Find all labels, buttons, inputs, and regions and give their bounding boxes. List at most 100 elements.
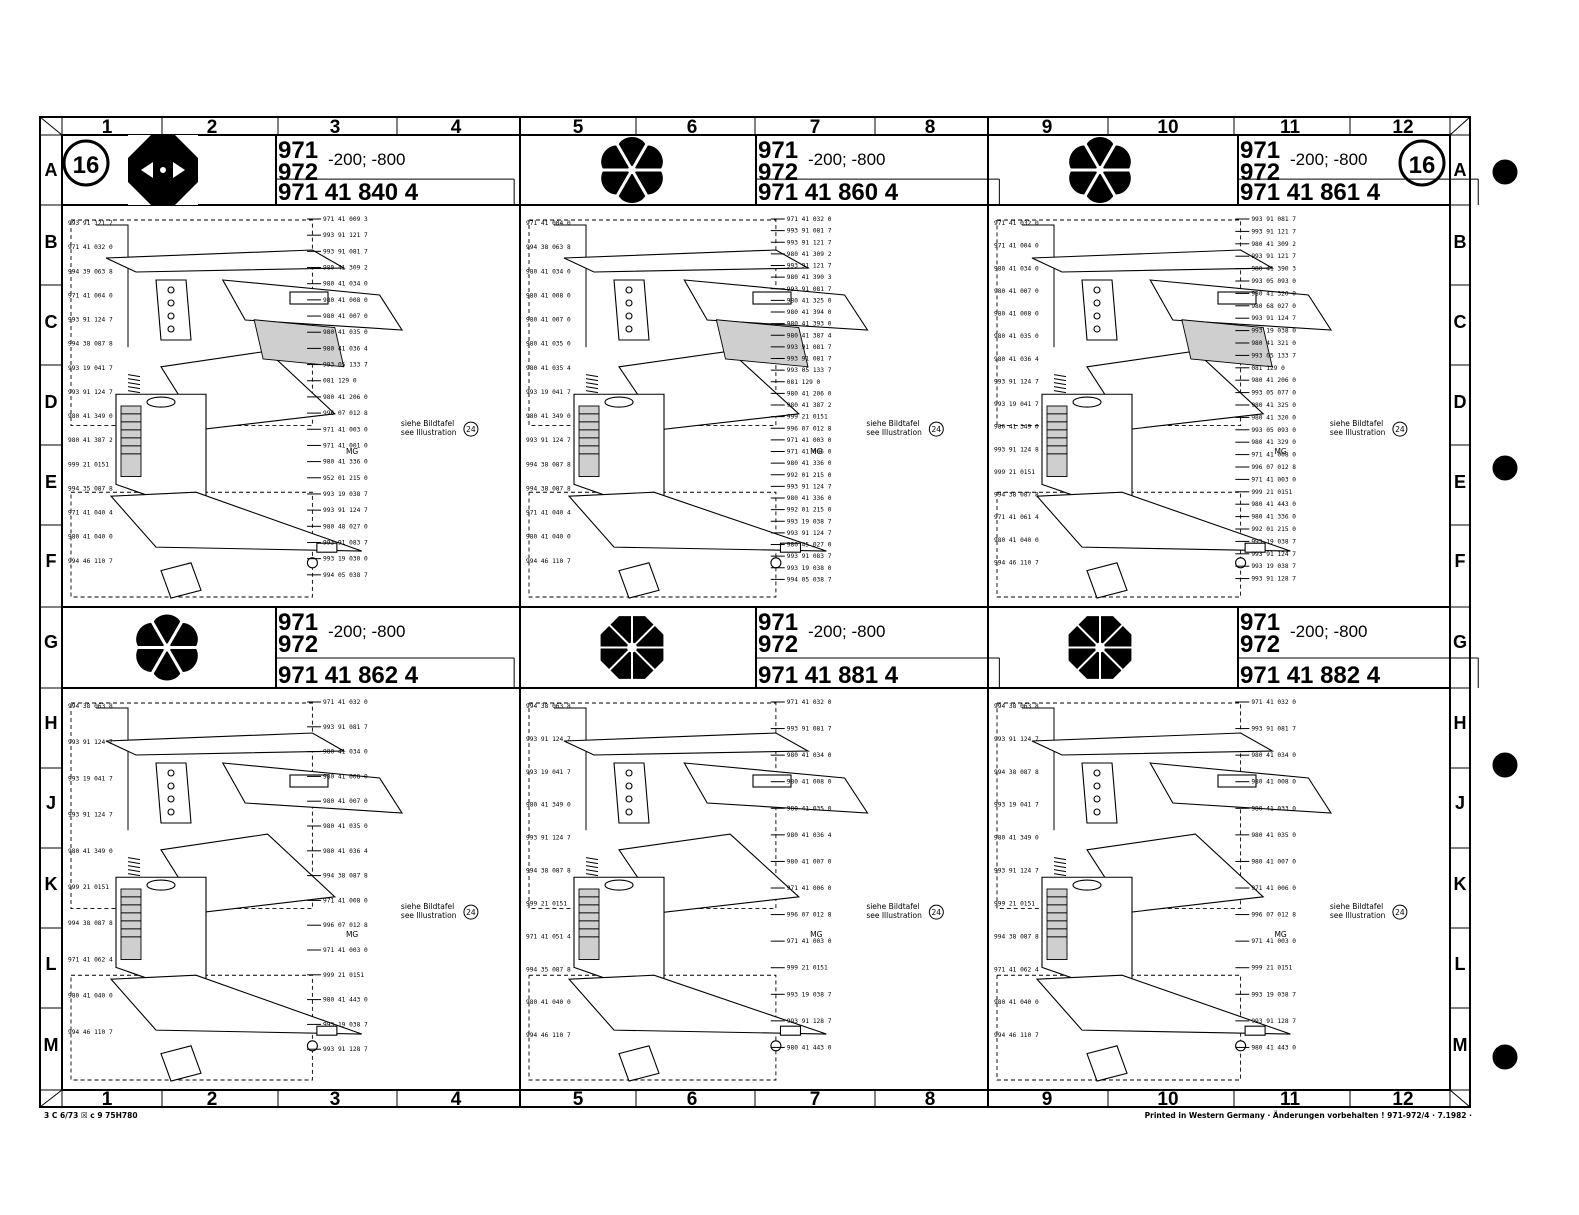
part-callout: 971 41 006 0 — [1251, 885, 1296, 892]
part-callout: 980 48 027 0 — [323, 523, 368, 530]
punch-hole — [1492, 752, 1518, 778]
column-label-bottom: 5 — [573, 1089, 584, 1110]
part-callout: 980 41 325 0 — [787, 297, 832, 304]
footer-code: 3 C 6/73 ☒ c 9 75H780 — [44, 1111, 138, 1120]
part-callout: 993 91 124 7 — [994, 868, 1039, 875]
part-callout: 980 41 036 4 — [994, 356, 1039, 363]
column-label-top: 7 — [810, 117, 821, 138]
part-callout: 992 01 215 0 — [787, 507, 832, 514]
svg-text:see Illustration: see Illustration — [1330, 428, 1386, 437]
part-callout: 971 41 003 0 — [787, 437, 832, 444]
part-callout: 994 38 087 8 — [68, 920, 113, 927]
mg-label: MG — [810, 930, 822, 939]
part-callout: 980 41 034 0 — [1251, 752, 1296, 759]
part-callout: 993 19 038 7 — [787, 991, 832, 998]
part-callout: 980 41 336 0 — [1251, 514, 1296, 521]
part-callout: 980 41 349 0 — [68, 848, 113, 855]
part-callout: 980 41 034 0 — [323, 281, 368, 288]
part-callout: 952 01 215 0 — [323, 475, 368, 482]
part-callout: 993 05 133 7 — [1251, 352, 1296, 359]
sheet-number-badge-right: 16 — [1398, 139, 1446, 187]
part-callout: 993 19 038 7 — [1251, 563, 1296, 570]
part-callout: 993 05 133 7 — [787, 367, 832, 374]
part-callout: 980 41 387 2 — [68, 437, 113, 444]
part-callout: 980 41 390 3 — [1251, 266, 1296, 273]
part-callout: 994 39 063 8 — [68, 268, 113, 275]
part-callout: 980 41 035 0 — [1251, 832, 1296, 839]
part-callout: 980 41 040 0 — [526, 534, 571, 541]
part-callout: 971 41 008 0 — [323, 897, 368, 904]
part-callout: 994 38 063 8 — [994, 703, 1039, 710]
svg-text:16: 16 — [73, 152, 100, 179]
model-number: 972 — [758, 631, 798, 658]
ref-number: 24 — [1395, 908, 1405, 917]
part-callout: 980 41 349 0 — [994, 424, 1039, 431]
svg-text:see Illustration: see Illustration — [866, 911, 922, 920]
part-callout: 971 41 004 0 — [68, 292, 113, 299]
part-callout: 993 91 124 7 — [787, 483, 832, 490]
model-variants: -200; -800 — [808, 622, 886, 641]
row-label-right: K — [1454, 874, 1467, 894]
part-callout: 994 05 038 7 — [323, 572, 368, 579]
part-callout: 971 41 001 0 — [323, 442, 368, 449]
part-callout: 980 41 008 0 — [994, 311, 1039, 318]
mg-label: MG — [346, 447, 358, 456]
part-callout: 971 41 004 0 — [526, 220, 571, 227]
row-label-right: C — [1454, 312, 1467, 332]
column-label-top: 12 — [1392, 117, 1413, 138]
row-label-left: F — [46, 551, 57, 571]
row-label-right: B — [1454, 232, 1467, 252]
part-callout: 980 41 206 0 — [323, 394, 368, 401]
part-callout: 993 91 121 7 — [1251, 228, 1296, 235]
part-callout: 980 41 007 0 — [526, 317, 571, 324]
punch-hole — [1492, 159, 1518, 185]
part-callout: 996 07 012 8 — [1251, 912, 1296, 919]
part-callout: 993 91 081 7 — [787, 356, 832, 363]
part-callout: 971 41 005 0 — [787, 449, 832, 456]
row-label-right: A — [1454, 160, 1467, 180]
part-callout: 993 19 041 7 — [68, 775, 113, 782]
assembly-part-number: 971 41 861 4 — [1240, 179, 1381, 206]
part-callout: 993 19 041 7 — [68, 365, 113, 372]
ref-number: 24 — [932, 908, 942, 917]
part-callout: 999 21 0151 — [68, 461, 109, 468]
part-callout: 993 91 128 7 — [1251, 1018, 1296, 1025]
part-callout: 971 41 040 4 — [526, 510, 571, 517]
part-callout: 994 38 063 8 — [68, 703, 113, 710]
part-callout: 980 41 034 0 — [787, 752, 832, 759]
part-callout: 993 91 124 7 — [787, 530, 832, 537]
part-callout: 993 05 093 0 — [1251, 278, 1296, 285]
part-callout: 994 38 087 8 — [994, 933, 1039, 940]
part-callout: 993 91 124 8 — [994, 446, 1039, 453]
part-callout: 994 38 087 8 — [323, 873, 368, 880]
model-number: 972 — [278, 631, 318, 658]
part-callout: 994 38 087 8 — [526, 485, 571, 492]
part-callout: 971 41 062 4 — [68, 956, 113, 963]
column-label-bottom: 3 — [330, 1089, 341, 1110]
exploded-view-drawing — [70, 702, 404, 1082]
column-label-top: 3 — [330, 117, 341, 138]
exploded-view-drawing — [70, 219, 404, 599]
part-callout: 994 46 110 7 — [994, 559, 1039, 566]
column-label-bottom: 6 — [687, 1089, 698, 1110]
part-callout: 994 46 110 7 — [526, 558, 571, 565]
assembly-part-number: 971 41 862 4 — [278, 662, 419, 689]
svg-text:siehe Bildtafel: siehe Bildtafel — [401, 419, 454, 428]
part-callout: 993 05 093 0 — [1251, 427, 1296, 434]
part-callout: 980 41 325 0 — [1251, 402, 1296, 409]
part-callout: 980 41 387 4 — [787, 332, 832, 339]
part-callout: 971 41 032 0 — [787, 699, 832, 706]
row-label-left: L — [46, 954, 57, 974]
